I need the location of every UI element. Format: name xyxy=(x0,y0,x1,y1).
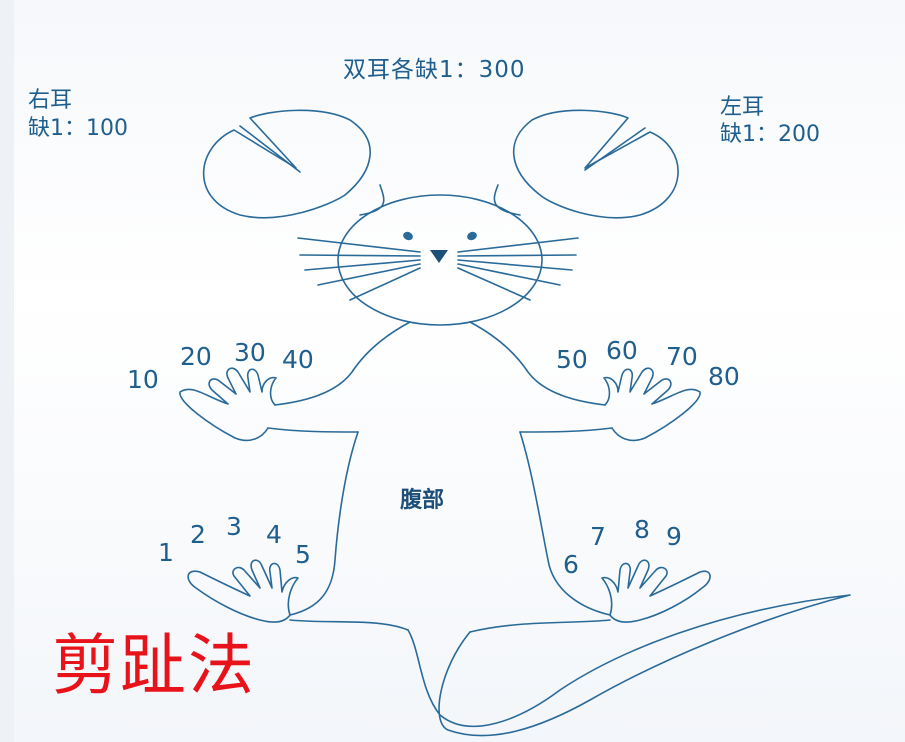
head-outline xyxy=(337,194,543,326)
digit-label: 4 xyxy=(266,520,282,549)
hind-left-paw xyxy=(601,559,711,623)
whisker xyxy=(457,263,561,286)
arm-right-to-body xyxy=(267,427,359,433)
whisker xyxy=(457,254,577,257)
right-ear-value: 缺1：100 xyxy=(28,116,128,141)
front-left-paw xyxy=(603,367,701,442)
left-ear-title: 左耳 xyxy=(720,95,765,120)
digit-label: 20 xyxy=(180,342,212,371)
whisker xyxy=(317,263,421,286)
digit-label: 2 xyxy=(190,520,206,549)
left-eye xyxy=(403,231,413,241)
torso-left-side xyxy=(289,431,359,616)
digit-label: 6 xyxy=(563,550,579,579)
whisker xyxy=(457,259,573,271)
digit-label: 10 xyxy=(127,365,159,394)
neck-right xyxy=(469,321,606,406)
right-ear-notch xyxy=(239,125,301,173)
digit-label: 8 xyxy=(634,515,650,544)
nose xyxy=(430,250,448,263)
digit-label: 50 xyxy=(556,345,588,374)
right-eye xyxy=(467,231,477,241)
method-title: 剪趾法 xyxy=(52,627,256,704)
digit-label: 60 xyxy=(606,336,638,365)
left-ear-value: 缺1：200 xyxy=(720,122,820,147)
digit-label: 40 xyxy=(282,345,314,374)
both-ears-label: 双耳各缺1：300 xyxy=(343,57,526,83)
whisker xyxy=(457,267,531,301)
whisker xyxy=(349,267,421,301)
digit-label: 80 xyxy=(708,362,740,391)
digit-label: 1 xyxy=(158,538,174,567)
head-connector-left xyxy=(359,184,385,216)
paper-sheet xyxy=(14,0,905,742)
front-right-paw xyxy=(179,367,277,442)
right-ear-outline xyxy=(202,109,371,219)
whisker xyxy=(457,237,579,253)
digit-label: 7 xyxy=(590,522,606,551)
neck-left xyxy=(274,321,411,406)
digit-label: 3 xyxy=(226,512,242,541)
whisker xyxy=(299,254,421,257)
hind-right-paw xyxy=(187,559,299,623)
left-ear-outline xyxy=(512,109,679,219)
digit-label: 70 xyxy=(666,342,698,371)
digit-label: 5 xyxy=(295,540,311,569)
body-bottom-left xyxy=(289,619,409,631)
whisker xyxy=(297,237,421,253)
head-connector-right xyxy=(493,184,521,216)
torso-right-side xyxy=(519,431,611,616)
belly-label: 腹部 xyxy=(400,488,445,513)
digit-label: 30 xyxy=(234,338,266,367)
digit-label: 9 xyxy=(666,522,682,551)
whisker xyxy=(304,259,421,271)
tail-outline xyxy=(407,594,851,737)
arm-left-to-body xyxy=(519,427,613,433)
body-bottom-right xyxy=(469,619,611,633)
right-ear-title: 右耳 xyxy=(28,88,73,113)
left-ear-notch xyxy=(584,127,646,171)
